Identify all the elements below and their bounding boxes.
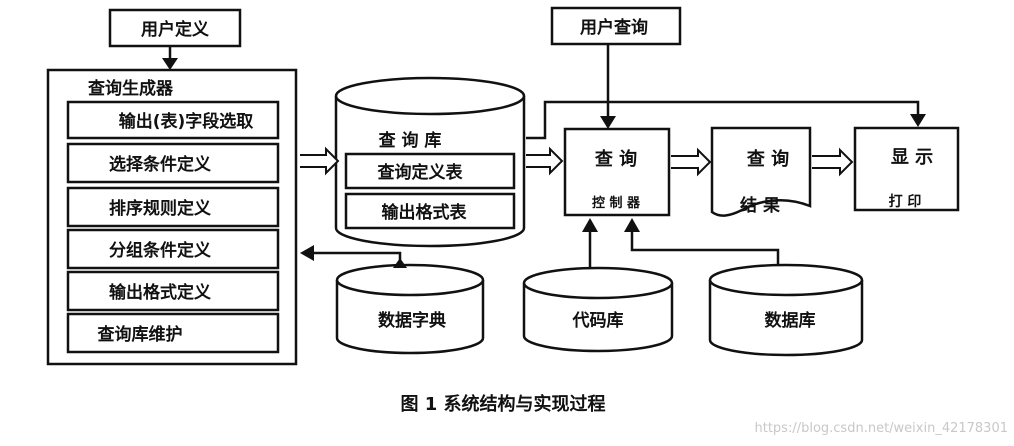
code-library-to-controller-arrow — [582, 218, 598, 268]
data-dictionary-label: 数据字典 — [378, 310, 446, 331]
hollow-arrow-library-to-controller — [526, 146, 564, 176]
generator-item-4-label: 输出格式定义 — [109, 282, 211, 303]
generator-item-2: 排序规则定义 — [66, 186, 280, 228]
query-result-line1: 查 询 — [747, 148, 789, 170]
output-format-table-label: 输出格式表 — [382, 202, 468, 223]
code-library-label: 代码库 — [572, 310, 624, 331]
user-query-arrow — [600, 44, 616, 129]
database-label: 数据库 — [765, 310, 816, 331]
generator-item-4: 输出格式定义 — [66, 270, 280, 312]
hollow-arrow-result-to-display — [812, 147, 854, 177]
figure-caption: 图 1 系统结构与实现过程 — [400, 393, 605, 415]
query-library-title: 查 询 库 — [378, 130, 442, 151]
generator-item-0-label: 输出(表)字段选取 — [119, 111, 254, 132]
database-to-controller-arrow — [624, 218, 780, 265]
query-generator-title: 查询生成器 — [87, 78, 174, 99]
user-define-label: 用户定义 — [141, 19, 209, 40]
hollow-arrow-generator-to-library — [300, 146, 340, 176]
generator-item-1-label: 选择条件定义 — [109, 154, 211, 175]
hollow-arrow-controller-to-result — [671, 147, 712, 177]
data-dictionary-cylinder: 数据字典 — [335, 263, 485, 355]
query-result-document: 查 询 结 果 — [710, 126, 812, 217]
query-library-cylinder: 查 询 库 查询定义表 输出格式表 — [334, 76, 526, 248]
dictionary-to-generator-arrow — [300, 245, 407, 268]
code-library-cylinder: 代码库 — [522, 266, 674, 353]
query-definition-table-label: 查询定义表 — [377, 162, 464, 183]
generator-item-3: 分组条件定义 — [66, 228, 280, 270]
user-query-label: 用户查询 — [580, 17, 648, 38]
query-controller-line1: 查 询 — [595, 148, 637, 170]
display-print-line1: 显 示 — [891, 147, 933, 168]
user-query-box: 用户查询 — [550, 6, 682, 46]
query-result-line2: 结 果 — [740, 195, 780, 216]
output-format-table-box — [344, 192, 516, 230]
query-controller-box: 查 询 控 制 器 — [563, 127, 671, 217]
generator-item-3-label: 分组条件定义 — [109, 240, 211, 261]
generator-item-5-label: 查询库维护 — [97, 324, 183, 345]
database-cylinder: 数据库 — [708, 263, 864, 357]
query-definition-table-box — [344, 152, 516, 190]
display-print-line2: 打 印 — [889, 193, 922, 210]
query-controller-line2: 控 制 器 — [592, 195, 641, 211]
generator-item-1: 选择条件定义 — [66, 142, 280, 184]
user-define-arrow — [162, 46, 178, 70]
watermark-text: https://blog.csdn.net/weixin_42178301 — [754, 421, 1008, 436]
generator-item-0: 输出(表)字段选取 — [66, 100, 280, 140]
library-to-display-connector — [526, 100, 926, 140]
user-define-box: 用户定义 — [108, 8, 242, 48]
display-print-box: 显 示 打 印 — [853, 126, 960, 212]
generator-item-5: 查询库维护 — [66, 312, 280, 354]
generator-item-2-label: 排序规则定义 — [109, 198, 211, 219]
